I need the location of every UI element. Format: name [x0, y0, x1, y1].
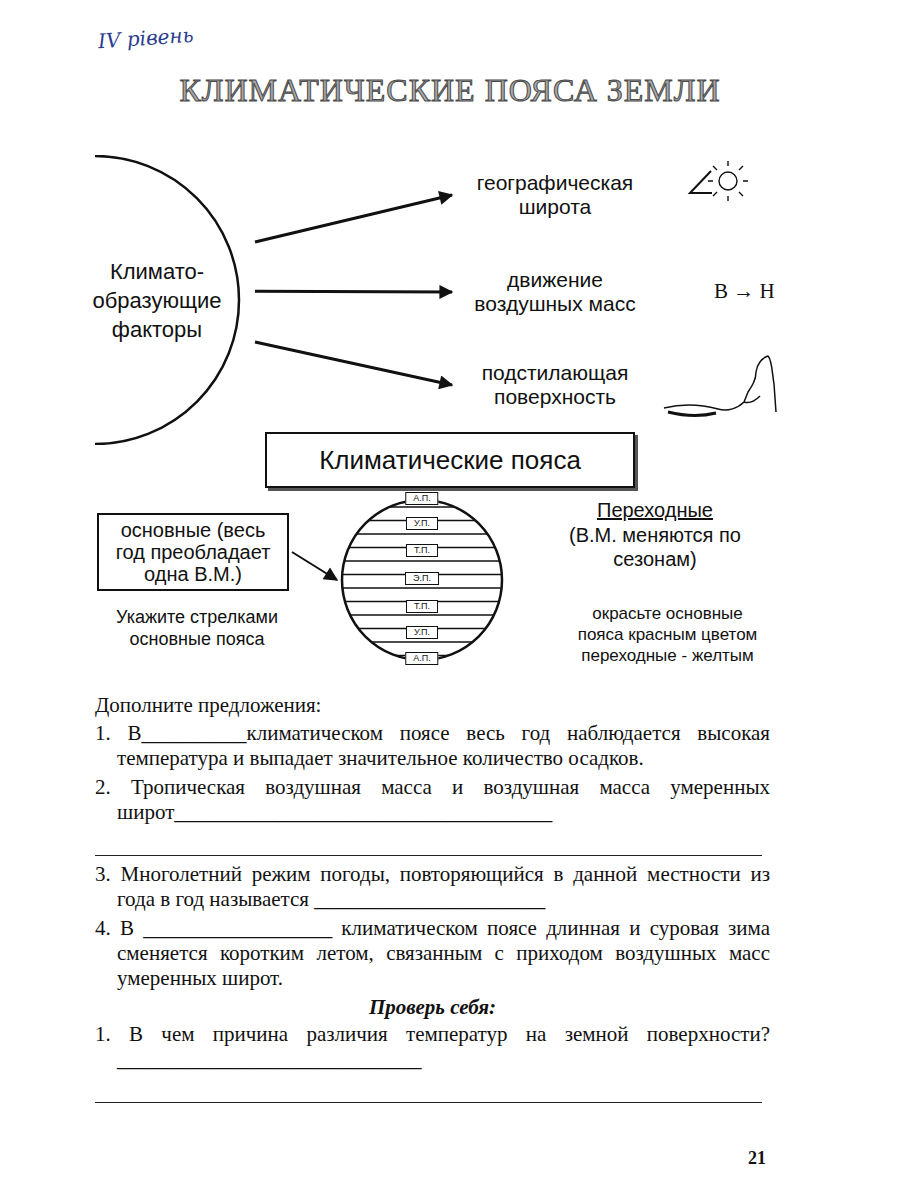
- factor-label: движение воздушных масс: [455, 265, 655, 319]
- instruction: Укажите стрелками основные пояса: [112, 606, 282, 650]
- node-text: движение воздушных масс: [461, 268, 649, 316]
- belt-line: [340, 506, 504, 507]
- angle-symbol: [690, 171, 712, 193]
- belt-label: Т.П.: [406, 600, 438, 613]
- arrow-connector: [255, 342, 452, 385]
- node-text: географическая широта: [461, 171, 649, 219]
- page-title: КЛИМАТИЧЕСКИЕ ПОЯСА ЗЕМЛИ: [0, 72, 900, 109]
- symbol-text: В → Н: [714, 279, 775, 304]
- check-heading: Проверь себя:: [95, 995, 770, 1020]
- heading: Переходные: [555, 498, 755, 522]
- note: (В.М. меняются по сезонам): [540, 523, 770, 571]
- handwritten-note: IV рівень: [97, 23, 194, 54]
- belt-line: [340, 560, 504, 561]
- title-box: Климатические пояса: [265, 432, 635, 488]
- belt-label: У.П.: [406, 517, 438, 530]
- arrow-connector: [255, 195, 452, 242]
- main-belts-box: основные (весь год преобладает одна В.М.…: [97, 513, 289, 591]
- belt-label: У.П.: [406, 626, 438, 639]
- factors-halfcircle: Климато- образующие факторы: [80, 155, 245, 445]
- landscape-symbol: [664, 356, 776, 416]
- task-heading: Дополните предложения:: [95, 693, 770, 718]
- answer-line: [95, 829, 762, 856]
- node-text: основные (весь год преобладает одна В.М.…: [105, 519, 281, 585]
- exercise-section: Дополните предложения: 1. В__________клим…: [95, 693, 770, 1109]
- factor-label: подстилающая поверхность: [455, 358, 655, 412]
- factor-label: географическая широта: [455, 168, 655, 222]
- arrow-connector: [292, 552, 337, 580]
- node-text: Климато- образующие факторы: [86, 257, 228, 344]
- question: 3. Многолетний режим погоды, повторяющий…: [95, 862, 770, 912]
- question: 1. В__________климатическом поясе весь г…: [95, 721, 770, 771]
- belt-label: Т.П.: [406, 544, 438, 557]
- sun-symbol: [708, 161, 748, 201]
- question: 1. В чем причина различия температур на …: [95, 1022, 770, 1072]
- answer-line: [95, 1076, 762, 1103]
- belt-line: [340, 641, 504, 642]
- belt-line: [340, 533, 504, 534]
- belt-label: А.П.: [405, 652, 438, 665]
- node-text: Климатические пояса: [279, 445, 621, 475]
- arrow-connector: [255, 290, 452, 294]
- instruction: окрасьте основные пояса красным цветом п…: [575, 603, 760, 666]
- question: 2. Тропическая воздушная масса и воздушн…: [95, 775, 770, 825]
- circle-border: [342, 500, 502, 660]
- belt-line: [340, 587, 504, 588]
- belt-label: А.П.: [405, 492, 438, 505]
- belt-line: [340, 614, 504, 615]
- page-number: 21: [748, 1148, 766, 1169]
- belt-label: Э.П.: [405, 572, 439, 585]
- node-text: подстилающая поверхность: [461, 361, 649, 409]
- earth-belts-circle: А.П.У.П.Т.П.Э.П.Т.П.У.П.А.П.: [340, 498, 504, 662]
- question: 4. В __________________ климатическом по…: [95, 916, 770, 991]
- belt-lines: [340, 507, 504, 656]
